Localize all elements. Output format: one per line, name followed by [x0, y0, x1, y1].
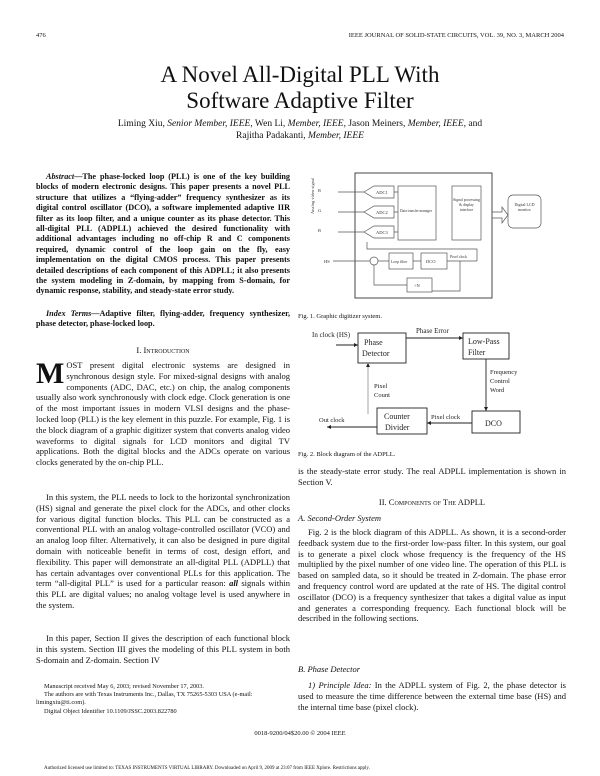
fig1-input-g: G [318, 208, 322, 213]
index-terms-text: —Adaptive filter, flying-adder, frequenc… [36, 309, 291, 329]
abstract: Abstract—The phase-locked loop (PLL) is … [36, 172, 290, 297]
fig2-counter-box [376, 407, 428, 435]
fig2-lpf-1: Low-Pass [468, 337, 500, 346]
author-and: and [468, 119, 483, 129]
fig2-phase-detector-box [357, 332, 407, 364]
subsection-a-heading: A. Second-Order System [298, 513, 382, 523]
fig1-pixel-clock: Pixel clock [450, 255, 467, 259]
author-name: Rajitha Padakanti, [236, 131, 306, 141]
author-role: Member, IEEE [308, 131, 364, 141]
fig1-input-b: B [318, 228, 321, 233]
author-name: Liming Xiu, [117, 119, 165, 129]
fig2-pixel-clock: Pixel clock [431, 414, 461, 421]
fig1-monitor-box [507, 194, 542, 229]
fig1-data-manager: Data transfer manager [400, 209, 433, 213]
footnote: Manuscript received May 6, 2003; revised… [36, 683, 290, 716]
running-header: IEEE JOURNAL OF SOLID-STATE CIRCUITS, VO… [348, 32, 564, 39]
subsection-b-text: 1) Principle Idea: In the ADPLL system o… [298, 680, 566, 712]
fig1-diagram: Analog video signal R G B ADC1 ADC2 ADC3… [310, 172, 542, 299]
principle-idea-text: In the ADPLL system of Fig. 2, the phase… [298, 680, 566, 712]
fig2-dco: DCO [485, 419, 502, 428]
fig1-system-box [354, 172, 493, 299]
fig2-lpf-2: Filter [468, 348, 486, 357]
figure-1: Analog video signal R G B ADC1 ADC2 ADC3… [298, 160, 568, 310]
author-name: Jason Meiners, [348, 119, 406, 129]
fig2-phase-detector-1: Phase [364, 338, 383, 347]
figure-2: In clock (HS) Phase Detector Phase Error… [298, 326, 568, 446]
footnote-affiliation: The authors are with Texas Instruments I… [36, 691, 253, 707]
fig1-data-manager-box [397, 185, 437, 241]
fig2-counter-1: Counter [384, 412, 410, 421]
fig2-fcw-2: Control [490, 378, 510, 385]
intro-paragraph-2: In this system, the PLL needs to lock to… [36, 492, 290, 611]
fig2-dco-box [471, 410, 521, 434]
fig1-monitor: Digital LCD monitor [514, 202, 535, 212]
fig1-hs: HS [324, 259, 330, 264]
fig2-fcw-3: Word [490, 387, 505, 394]
index-terms-label: Index Terms [46, 309, 92, 318]
fig2-phase-detector-2: Detector [362, 349, 390, 358]
fig1-output-arrow [491, 205, 509, 225]
fig1-input-r: R [318, 188, 321, 193]
fig2-pixel-count-2: Count [374, 392, 390, 399]
subsection-a-text: Fig. 2 is the block diagram of this ADPL… [298, 527, 566, 624]
right-continuation: is the steady-state error study. The rea… [298, 466, 566, 487]
fig1-caption: Fig. 1. Graphic digitizer system. [298, 313, 382, 320]
intro-text: In this system, the PLL needs to lock to… [36, 492, 290, 589]
title-line-2: Software Adaptive Filter [186, 88, 414, 113]
title-line-1: A Novel All-Digital PLL With [160, 62, 440, 87]
fig1-divider: ÷N [414, 283, 420, 288]
author-name: Wen Li, [254, 119, 286, 129]
fig1-summer [369, 256, 379, 266]
index-terms: Index Terms—Adaptive filter, flying-adde… [36, 309, 290, 330]
fig2-counter-2: Divider [385, 423, 410, 432]
footnote-received: Manuscript received May 6, 2003; revised… [44, 683, 205, 690]
fig1-adc2: ADC2 [376, 210, 388, 215]
fig1-adc1: ADC1 [376, 190, 388, 195]
intro-text: OST present digital electronic systems a… [36, 360, 290, 468]
subsection-b-heading: B. Phase Detector [298, 664, 361, 674]
abstract-label: Abstract [46, 172, 75, 181]
emphasis-all: all [229, 578, 239, 589]
author-role: Senior Member, IEEE, [167, 119, 253, 129]
principle-idea-label: 1) Principle Idea: [308, 680, 372, 690]
fig2-fcw-1: Frequency [490, 369, 518, 376]
fig1-adc3: ADC3 [376, 230, 389, 235]
intro-paragraph-3: In this paper, Section II gives the desc… [36, 633, 290, 665]
fig2-out-clock: Out clock [319, 417, 345, 424]
drop-cap: M [36, 357, 65, 390]
author-role: Member, IEEE, [287, 119, 346, 129]
abstract-text: —The phase-locked loop (PLL) is one of t… [36, 172, 290, 296]
copyright-line: 0018-9200/04$20.00 © 2004 IEEE [254, 730, 346, 737]
author-list: Liming Xiu, Senior Member, IEEE, Wen Li,… [60, 118, 540, 142]
fig1-side-label: Analog video signal [310, 177, 315, 214]
fig1-dco: DCO [426, 259, 436, 264]
fig2-phase-error: Phase Error [416, 327, 450, 335]
fig1-loop-filter: Loop filter [391, 260, 408, 264]
footnote-doi: Digital Object Identifier 10.1109/JSSC.2… [44, 707, 177, 715]
fig2-diagram: In clock (HS) Phase Detector Phase Error… [312, 327, 521, 435]
section-1-heading: I. Introduction [136, 345, 190, 355]
fig1-display-box [451, 185, 482, 241]
license-notice: Authorized licensed use limited to: TEXA… [44, 766, 370, 771]
section-2-heading: II. Components of The ADPLL [378, 497, 486, 507]
author-role: Member, IEEE, [407, 119, 467, 129]
fig2-caption: Fig. 2. Block diagram of the ADPLL. [298, 451, 396, 458]
fig2-in-clock: In clock (HS) [312, 331, 351, 339]
paper-title: A Novel All-Digital PLL With Software Ad… [0, 62, 600, 114]
fig1-display: Signal processing & display interface [453, 198, 480, 212]
fig2-pixel-count-1: Pixel [374, 383, 388, 390]
intro-text: signals within this PLL are digital valu… [36, 578, 290, 610]
page-number: 476 [36, 32, 46, 39]
